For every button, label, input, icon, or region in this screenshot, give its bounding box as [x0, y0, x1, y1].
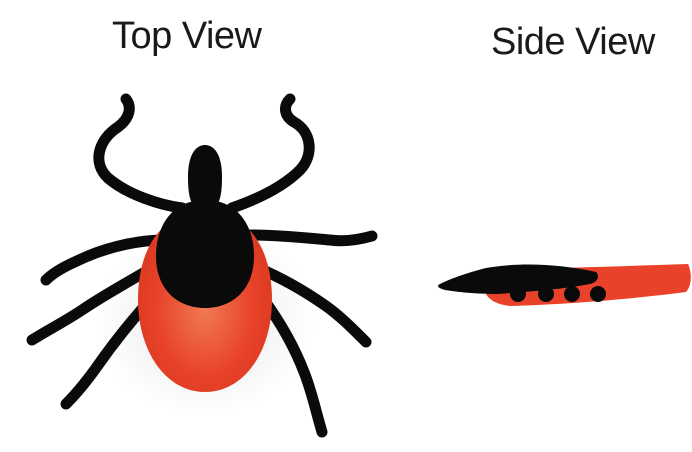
side-leg-4 [590, 286, 606, 302]
side-leg-1 [510, 286, 526, 302]
tick-top-view [32, 99, 372, 432]
leg-front-left [99, 99, 182, 208]
tick-side-view [438, 264, 691, 306]
side-leg-2 [538, 286, 554, 302]
leg-second-right [250, 235, 372, 241]
tick-scutum [156, 200, 254, 308]
leg-front-right [232, 99, 309, 208]
tick-head [188, 145, 222, 212]
side-leg-3 [564, 286, 580, 302]
